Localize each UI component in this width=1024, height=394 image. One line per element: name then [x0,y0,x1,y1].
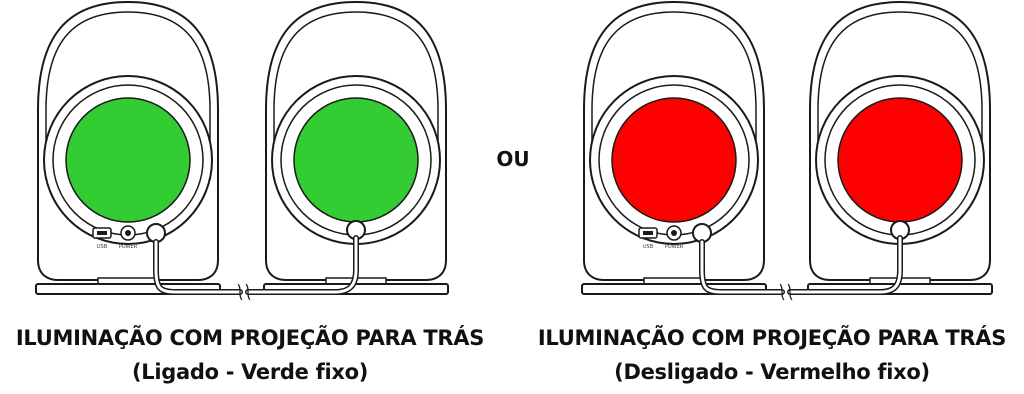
right-speaker-2-light [837,97,963,223]
left-caption-title: ILUMINAÇÃO COM PROJEÇÃO PARA TRÁS [15,326,485,350]
right-speaker-1-light [611,97,737,223]
left-caption-subtitle: (Ligado - Verde fixo) [131,360,369,384]
left-speaker-1: USB POWER [35,1,221,295]
right-caption-title: ILUMINAÇÃO COM PROJEÇÃO PARA TRÁS [537,326,1007,350]
right-caption-subtitle: (Desligado - Vermelho fixo) [614,360,930,384]
svg-text:USB: USB [643,244,654,250]
left-speaker-2 [263,1,449,295]
svg-text:POWER: POWER [665,244,684,250]
left-speaker-1-light [65,97,191,223]
right-speaker-2 [807,1,993,295]
left-speaker-2-light [293,97,419,223]
separator-label: OU [496,147,530,171]
right-speaker-1: USB POWER [581,1,767,295]
svg-text:POWER: POWER [119,244,138,250]
svg-text:USB: USB [97,244,108,250]
